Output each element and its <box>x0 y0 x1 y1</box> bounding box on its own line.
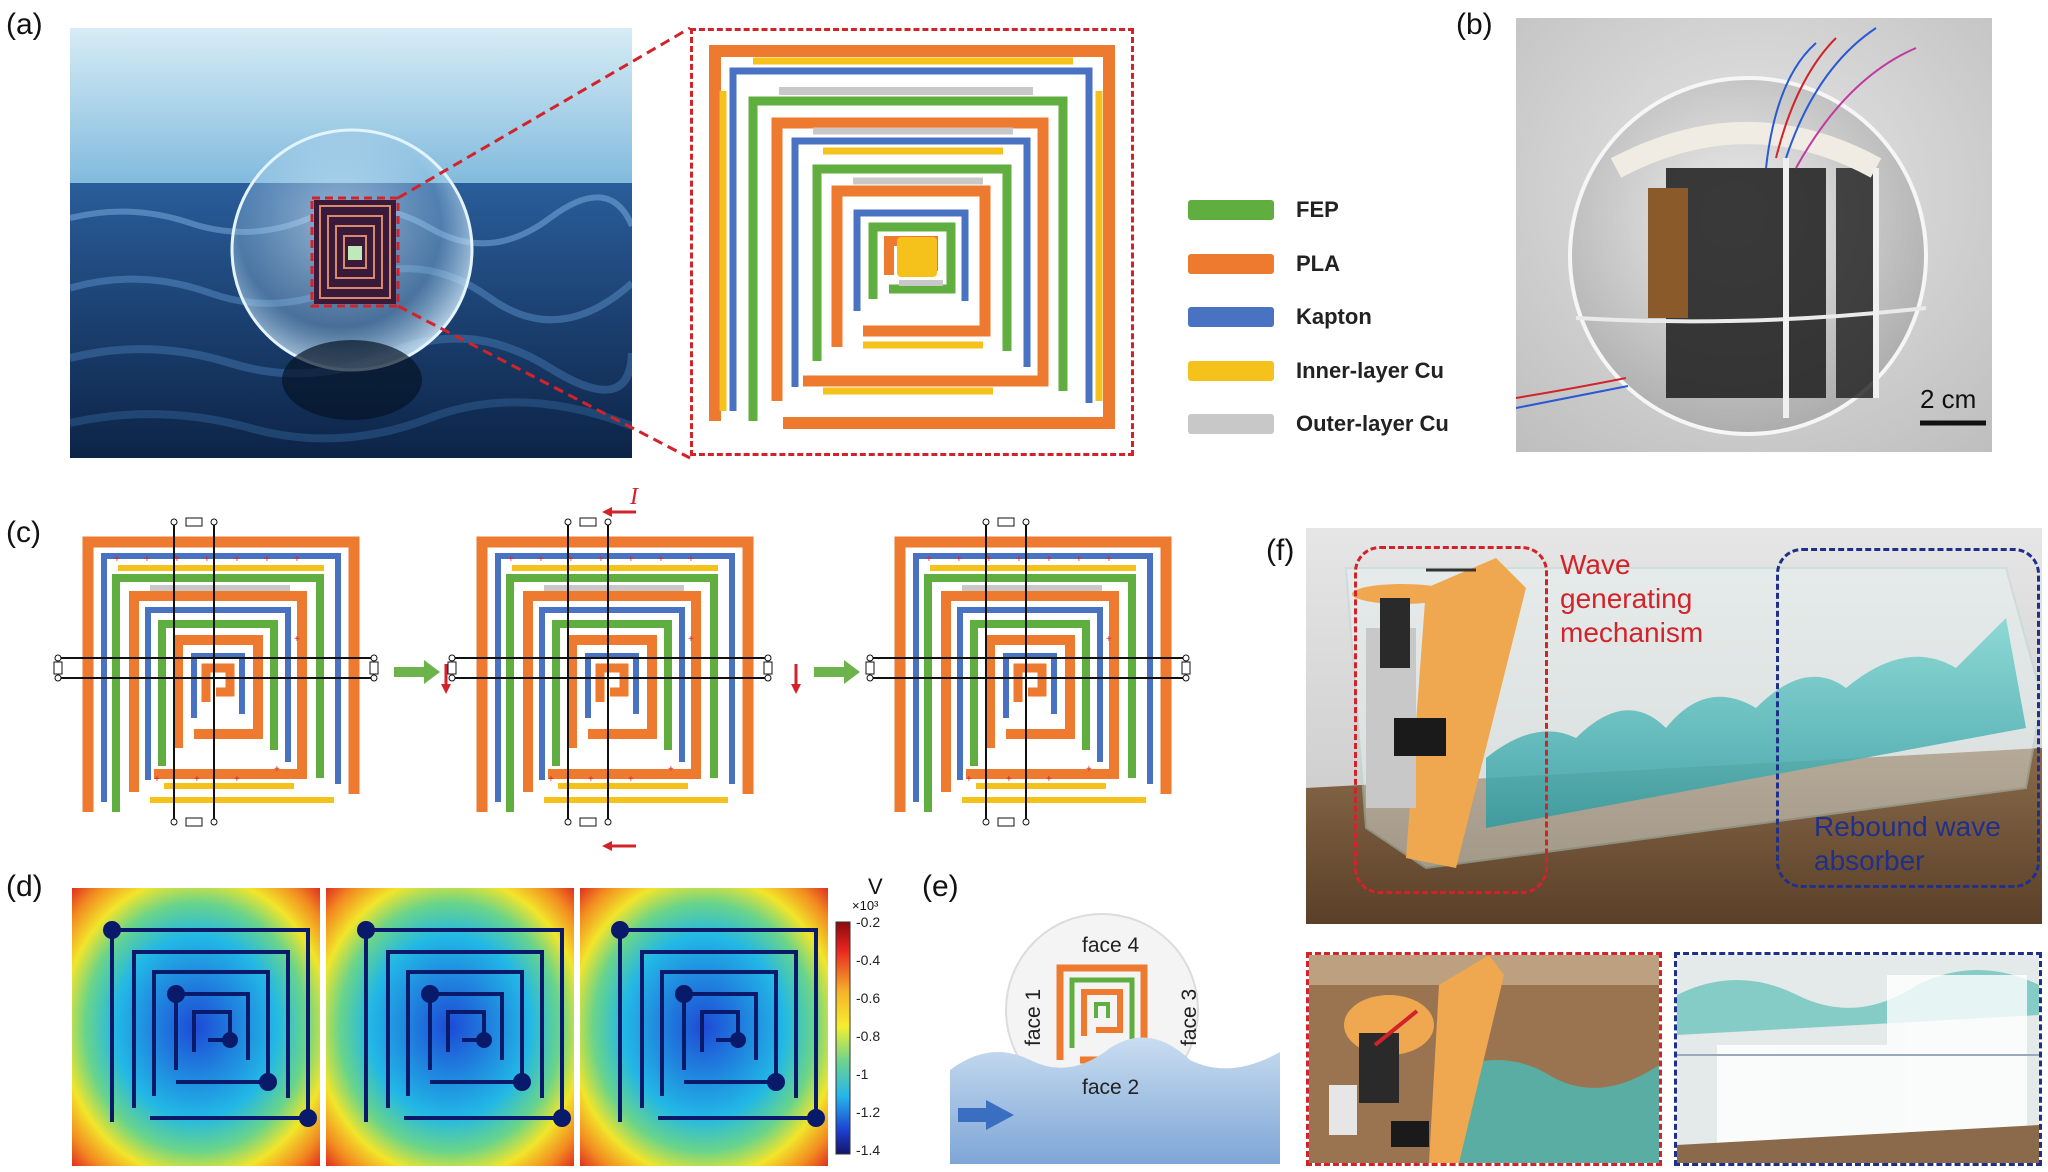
legend-label-pla: PLA <box>1296 251 1340 276</box>
legend-swatch-fep <box>1188 200 1274 220</box>
colorbar-tick: -0.8 <box>856 1028 881 1044</box>
face-1-label: face 1 <box>1022 988 1045 1046</box>
panel-label-c: (c) <box>6 516 41 549</box>
wave-mechanism-box <box>1354 546 1548 894</box>
legend-swatch-inner-cu <box>1188 361 1274 381</box>
colorbar-tick: -0.2 <box>856 914 881 930</box>
scale-bar-label: 2 cm <box>1920 384 1977 414</box>
absorber-box <box>1776 548 2040 888</box>
absorber-detail-photo <box>1674 952 2042 1166</box>
prototype-sphere-photo: 2 cm <box>1516 18 1992 452</box>
colorbar-tick: -1.4 <box>856 1142 881 1158</box>
wave-surface <box>950 1037 1280 1164</box>
panel-label-a: (a) <box>6 8 43 41</box>
face-3-label: face 3 <box>1178 988 1201 1046</box>
spiral-structure-diagram <box>709 45 1115 429</box>
current-label: I <box>630 484 638 510</box>
panel-label-d: (d) <box>6 870 43 903</box>
panel-label-e: (e) <box>922 870 959 903</box>
legend-swatch-outer-cu <box>1188 414 1274 434</box>
panel-label-f: (f) <box>1266 534 1295 567</box>
absorber-annotation: Rebound wave absorber <box>1814 811 2001 876</box>
wave-tank-photo <box>1306 528 2042 924</box>
wave-mechanism-annotation: Wave generating mechanism <box>1560 549 1704 648</box>
colorbar-tick: -1.2 <box>856 1104 881 1120</box>
legend-label-fep: FEP <box>1296 197 1339 222</box>
legend-swatch-kapton <box>1188 307 1274 327</box>
colorbar-tick: -0.6 <box>856 990 881 1006</box>
legend-label-outer-cu: Outer-layer Cu <box>1296 411 1449 436</box>
colorbar-multiplier: ×10³ <box>852 898 879 913</box>
legend-label-kapton: Kapton <box>1296 304 1372 329</box>
colorbar <box>835 921 851 1155</box>
legend-label-inner-cu: Inner-layer Cu <box>1296 358 1444 383</box>
wave-mechanism-detail-photo <box>1306 952 1662 1166</box>
spiral-zoom-box <box>690 28 1134 456</box>
panel-label-b: (b) <box>1456 8 1493 41</box>
wave-direction-arrow <box>958 1108 986 1122</box>
face-4-label: face 4 <box>1082 934 1140 957</box>
colorbar-unit: V <box>868 874 883 899</box>
colorbar-tick: -0.4 <box>856 952 881 968</box>
face-2-label: face 2 <box>1082 1076 1140 1099</box>
legend-swatch-pla <box>1188 254 1274 274</box>
colorbar-tick: -1 <box>856 1066 869 1082</box>
